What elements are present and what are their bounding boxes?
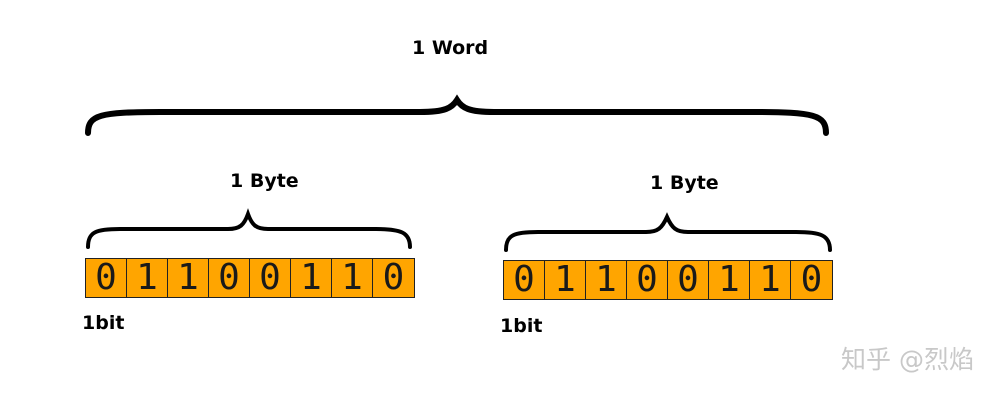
word-brace — [85, 94, 829, 136]
byte-label-right: 1 Byte — [650, 172, 719, 194]
bit-cell: 0 — [209, 259, 250, 297]
bit-cell: 0 — [627, 261, 668, 299]
bit-cell: 1 — [291, 259, 332, 297]
byte-left: 0 1 1 0 0 1 1 0 — [85, 258, 415, 298]
byte-right: 0 1 1 0 0 1 1 0 — [503, 260, 833, 300]
bit-label-right: 1bit — [500, 315, 543, 337]
bit-cell: 1 — [750, 261, 791, 299]
byte-brace-left — [86, 208, 412, 249]
bit-cell: 0 — [668, 261, 709, 299]
byte-brace-right — [504, 212, 832, 252]
bit-cell: 1 — [168, 259, 209, 297]
bit-cell: 0 — [250, 259, 291, 297]
word-label: 1 Word — [412, 37, 489, 59]
bit-cell: 0 — [86, 259, 127, 297]
watermark: 知乎 @烈焰 — [841, 345, 974, 374]
bit-cell: 0 — [504, 261, 545, 299]
bit-label-left: 1bit — [82, 312, 125, 334]
bit-cell: 1 — [332, 259, 373, 297]
bit-cell: 1 — [586, 261, 627, 299]
bit-cell: 1 — [545, 261, 586, 299]
bit-cell: 0 — [373, 259, 414, 297]
bit-cell: 1 — [127, 259, 168, 297]
bit-cell: 0 — [791, 261, 832, 299]
bit-cell: 1 — [709, 261, 750, 299]
byte-label-left: 1 Byte — [230, 170, 299, 192]
